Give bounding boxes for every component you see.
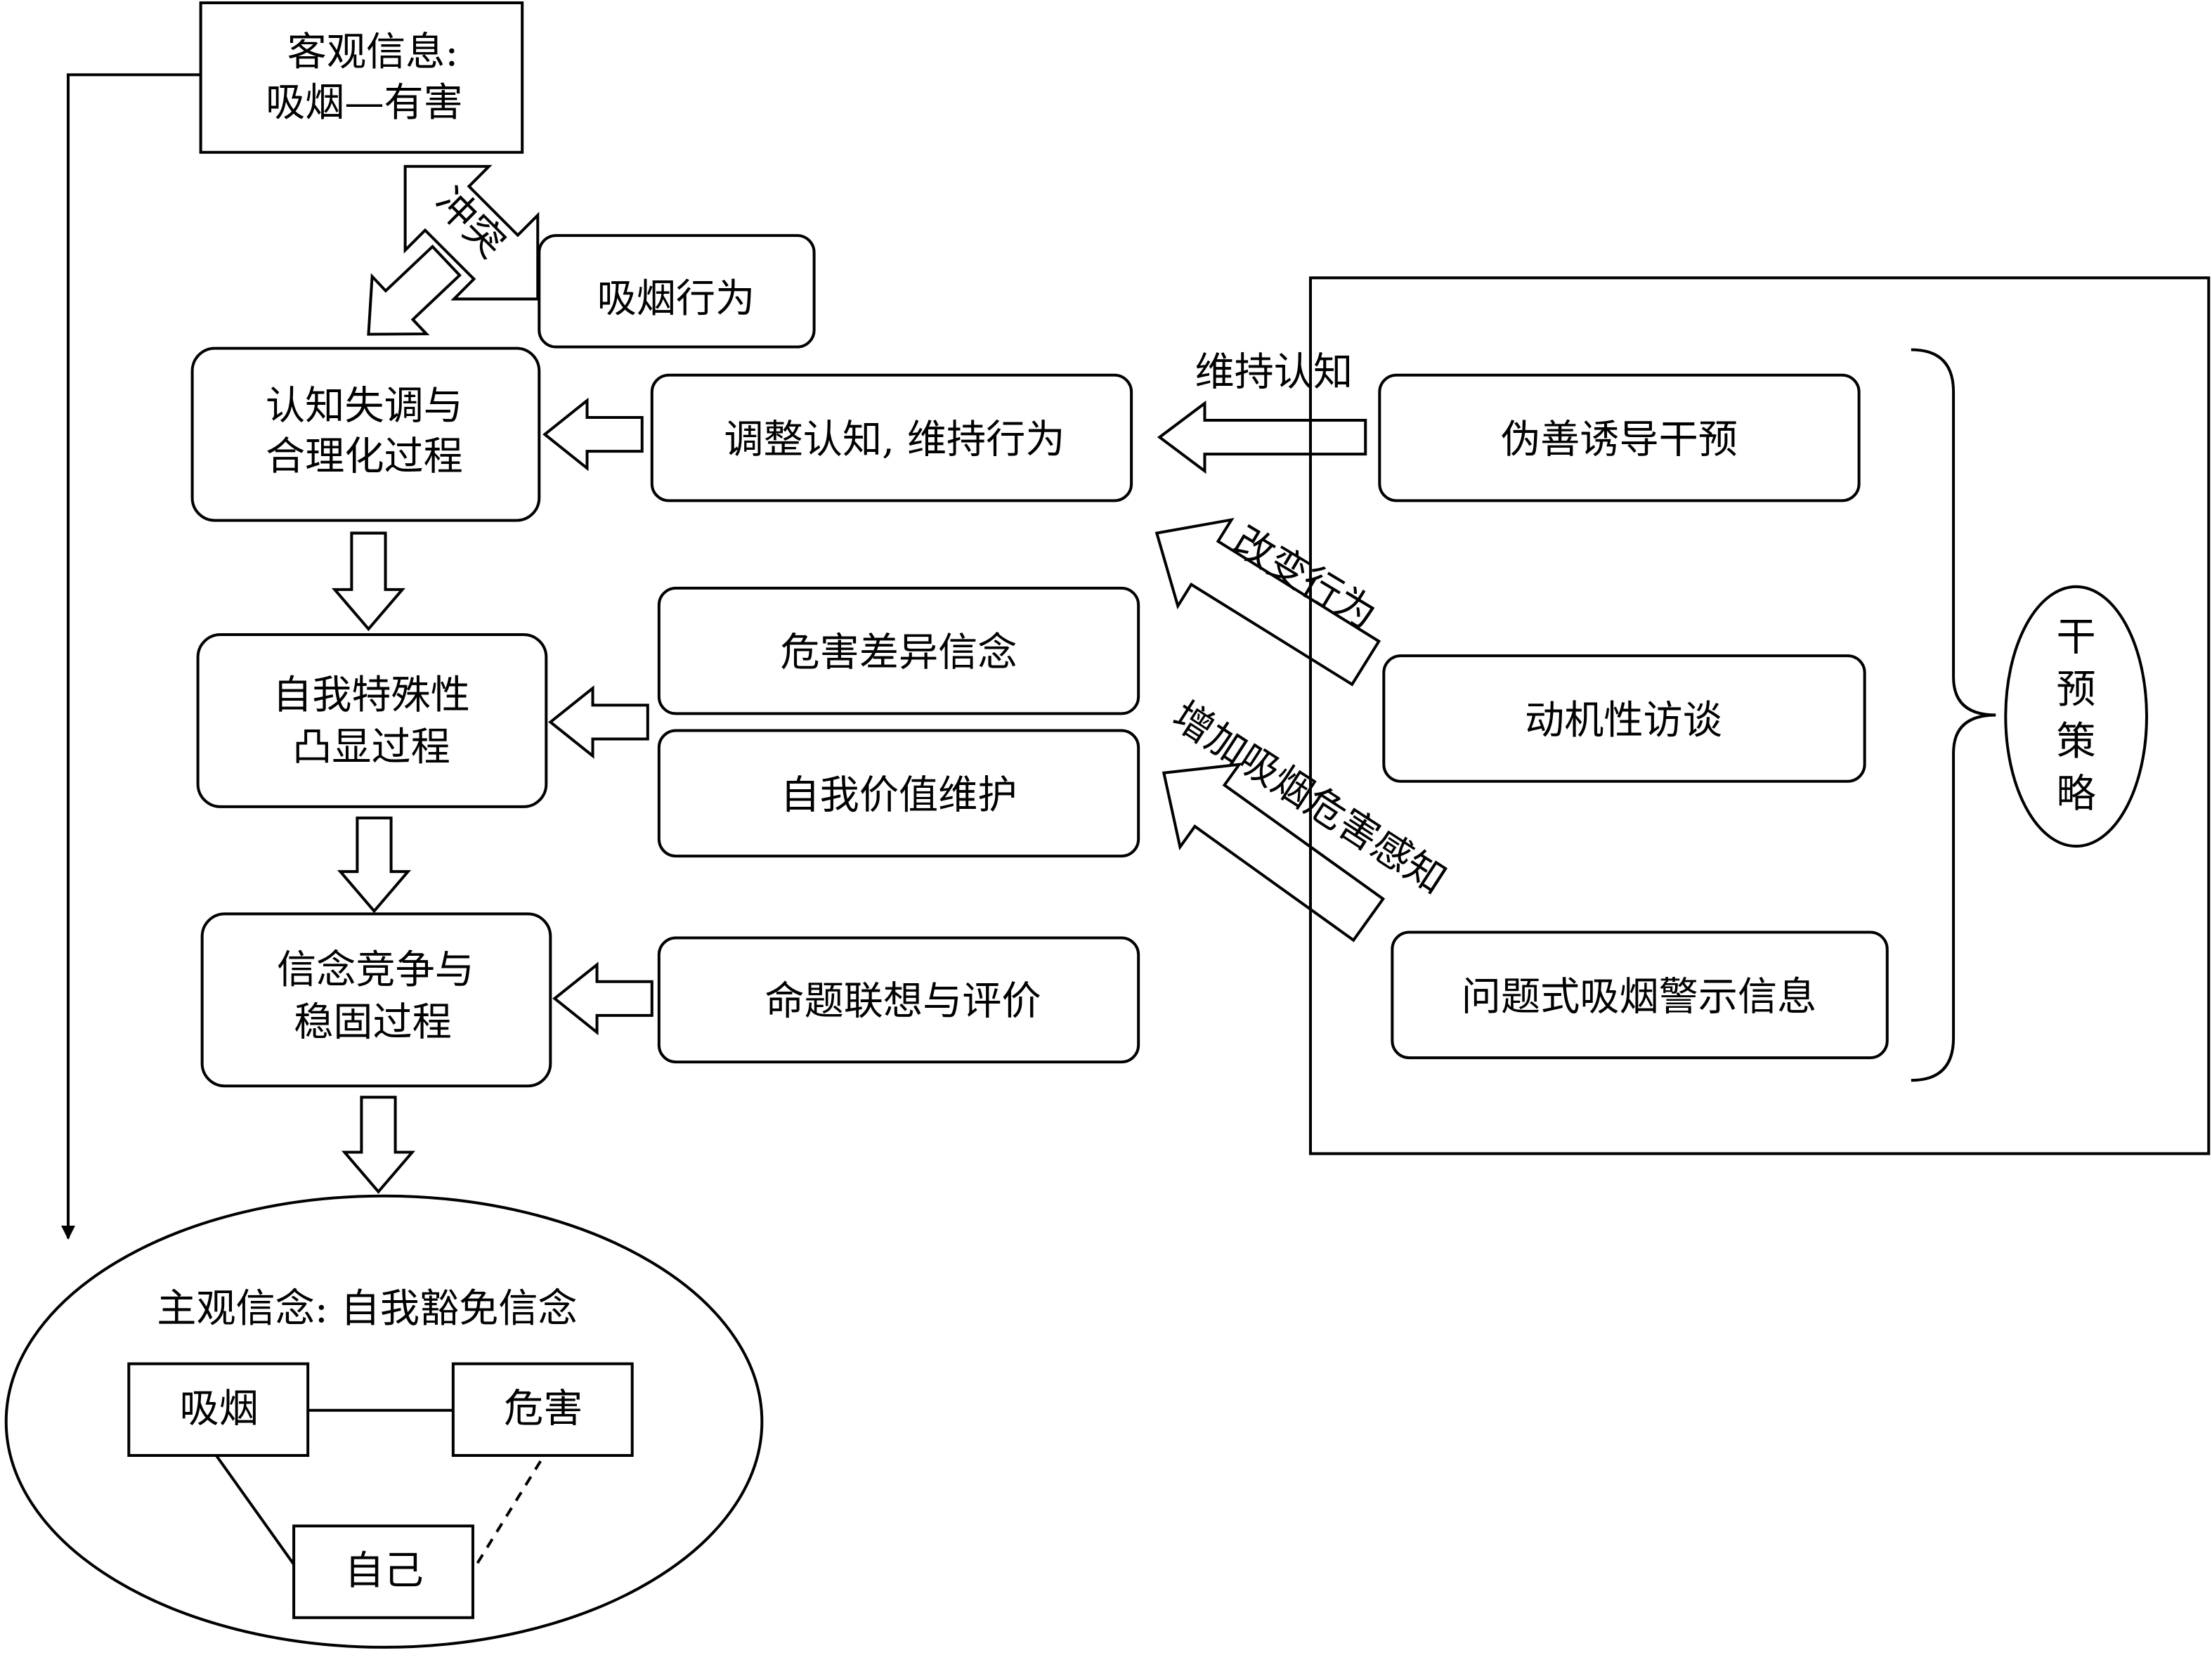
subjective-belief-title: 主观信念: 自我豁免信念 bbox=[157, 1286, 578, 1332]
intervention-warning-label: 问题式吸烟警示信息 bbox=[1462, 974, 1817, 1020]
arrow-change-behavior-icon bbox=[1154, 517, 1381, 687]
node-harm bbox=[451, 1362, 634, 1457]
objective-info-line1: 客观信息: bbox=[287, 30, 459, 75]
intervention-frame bbox=[1308, 276, 2211, 1155]
intervention-warning-box bbox=[1391, 930, 1889, 1060]
node-self bbox=[292, 1524, 474, 1619]
node-harm-label: 危害 bbox=[504, 1386, 583, 1432]
mechanism-harm-belief-box bbox=[657, 586, 1140, 715]
arrow-adjust-to-dissonance-icon bbox=[542, 397, 644, 472]
node-smoking-label: 吸烟 bbox=[180, 1386, 259, 1432]
objective-to-subjective-connector bbox=[60, 73, 201, 1240]
strategy-char-2: 预 bbox=[2057, 667, 2096, 713]
process-dissonance-box bbox=[190, 346, 541, 522]
strategy-char-3: 策 bbox=[2057, 719, 2096, 765]
brace bbox=[1911, 348, 1996, 1082]
intervention-motivational-label: 动机性访谈 bbox=[1525, 698, 1722, 744]
mechanism-association-label: 命题联想与评价 bbox=[765, 978, 1041, 1024]
process-self-specialness-line1: 自我特殊性 bbox=[273, 673, 470, 718]
objective-info-box bbox=[199, 1, 524, 154]
objective-info-line2: 吸烟—有害 bbox=[266, 80, 463, 126]
label-maintain-cognition: 维持认知 bbox=[1195, 349, 1353, 395]
link-harm-self-dashed bbox=[473, 1460, 542, 1569]
mechanism-self-worth-box bbox=[657, 729, 1140, 858]
strategy-char-1: 干 bbox=[2057, 615, 2096, 661]
arrows-layer bbox=[331, 164, 1386, 1194]
arrow-association-to-competition-icon bbox=[552, 961, 653, 1036]
process-belief-competition-line1: 信念竞争与 bbox=[277, 947, 474, 993]
mechanism-adjust-label: 调整认知, 维持行为 bbox=[724, 417, 1065, 463]
process-belief-competition-box bbox=[200, 912, 552, 1088]
process-self-specialness-line2: 凸显过程 bbox=[292, 725, 450, 770]
process-dissonance-line2: 合理化过程 bbox=[266, 434, 463, 480]
arrow-hypocrisy-to-adjust-icon bbox=[1157, 400, 1367, 474]
arrow-increase-perception-icon bbox=[1162, 763, 1386, 942]
intervention-hypocrisy-box bbox=[1378, 373, 1861, 502]
mechanism-harm-belief-label: 危害差异信念 bbox=[780, 630, 1017, 676]
intervention-motivational-box bbox=[1382, 654, 1866, 783]
arrow-conflict-to-dissonance-icon bbox=[367, 245, 462, 336]
intervention-hypocrisy-label: 伪善诱导干预 bbox=[1501, 417, 1738, 463]
arrow-competition-to-subjective-icon bbox=[341, 1096, 416, 1194]
smoking-behavior-box bbox=[538, 234, 816, 349]
strategy-char-4: 略 bbox=[2057, 771, 2096, 817]
link-smoking-self bbox=[215, 1454, 298, 1569]
process-dissonance-line1: 认知失调与 bbox=[266, 383, 463, 429]
node-self-label: 自己 bbox=[344, 1548, 423, 1594]
process-self-specialness-box bbox=[196, 633, 548, 808]
arrow-mechanisms-to-specialness-icon bbox=[548, 685, 649, 759]
process-belief-competition-line2: 稳固过程 bbox=[294, 999, 452, 1045]
arrow-specialness-to-competition-icon bbox=[337, 816, 412, 914]
strategy-ellipse bbox=[2004, 585, 2149, 848]
mechanism-adjust-box bbox=[650, 373, 1133, 502]
node-smoking bbox=[127, 1362, 310, 1457]
mechanism-association-box bbox=[657, 936, 1140, 1064]
subjective-belief-ellipse bbox=[4, 1194, 764, 1649]
smoking-behavior-label: 吸烟行为 bbox=[597, 276, 755, 322]
mechanism-self-worth-label: 自我价值维护 bbox=[780, 772, 1017, 818]
arrow-dissonance-to-specialness-icon bbox=[331, 531, 405, 632]
